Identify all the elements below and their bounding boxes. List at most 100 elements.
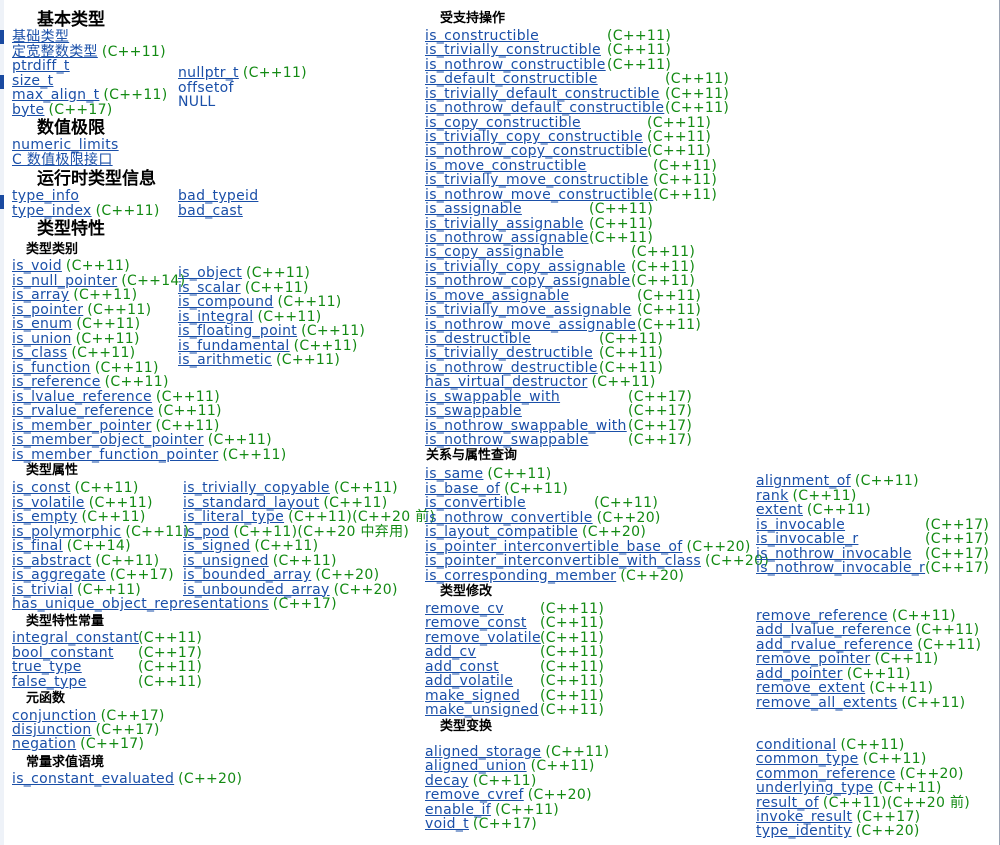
reference-link[interactable]: is_base_of [425, 480, 501, 497]
reference-link[interactable]: disjunction [12, 722, 92, 739]
reference-link[interactable]: is_default_constructible [425, 71, 598, 88]
reference-link[interactable]: is_trivially_copy_assignable [425, 258, 626, 275]
reference-link[interactable]: is_trivially_default_constructible [425, 85, 660, 102]
reference-link[interactable]: remove_cvref [425, 787, 524, 804]
reference-link[interactable]: add_pointer [756, 665, 843, 682]
reference-link[interactable]: common_reference [756, 765, 896, 782]
reference-link[interactable]: false_type [12, 673, 87, 690]
reference-link[interactable]: negation [12, 736, 77, 753]
reference-link[interactable]: is_aggregate [12, 567, 106, 583]
reference-link[interactable]: make_signed [425, 687, 521, 704]
reference-link[interactable]: is_fundamental [178, 337, 290, 354]
reference-link[interactable]: is_pod [183, 523, 230, 540]
reference-link[interactable]: is_pointer [12, 301, 84, 318]
reference-link[interactable]: is_union [12, 330, 72, 347]
reference-link[interactable]: has_virtual_destructor [425, 374, 588, 391]
reference-link[interactable]: is_swappable [425, 403, 522, 420]
reference-link[interactable]: is_constant_evaluated [12, 771, 175, 787]
reference-link[interactable]: is_unsigned [183, 552, 269, 569]
reference-link[interactable]: is_convertible [425, 495, 526, 511]
reference-link[interactable]: is_polymorphic [12, 523, 122, 540]
reference-link[interactable]: is_unbounded_array [183, 581, 330, 598]
reference-link[interactable]: is_class [12, 345, 68, 361]
reference-link[interactable]: is_signed [183, 538, 251, 554]
reference-link[interactable]: is_scalar [178, 279, 241, 296]
reference-link[interactable]: max_align_t [12, 87, 100, 103]
reference-link[interactable]: is_nothrow_move_assignable [425, 316, 637, 333]
reference-link[interactable]: true_type [12, 659, 82, 675]
reference-link[interactable]: void_t [425, 816, 469, 832]
reference-link[interactable]: is_member_object_pointer [12, 432, 204, 448]
reference-link[interactable]: is_trivially_move_assignable [425, 302, 632, 319]
reference-link[interactable]: is_enum [12, 316, 73, 332]
reference-link[interactable]: bad_typeid [178, 188, 259, 204]
reference-link[interactable]: remove_const [425, 615, 527, 632]
reference-link[interactable]: is_trivially_copyable [183, 480, 330, 496]
reference-link[interactable]: aligned_union [425, 758, 527, 775]
reference-link[interactable]: ptrdiff_t [12, 58, 70, 74]
reference-link[interactable]: is_trivially_copy_constructible [425, 129, 643, 145]
reference-link[interactable]: is_empty [12, 509, 78, 525]
reference-link[interactable]: remove_all_extents [756, 694, 898, 711]
reference-link[interactable]: is_final [12, 538, 63, 554]
reference-link[interactable]: nullptr_t [178, 65, 239, 81]
reference-link[interactable]: remove_extent [756, 680, 866, 697]
reference-link[interactable]: is_arithmetic [178, 352, 272, 368]
reference-link[interactable]: is_object [178, 265, 243, 281]
reference-link[interactable]: aligned_storage [425, 744, 542, 760]
reference-link[interactable]: is_null_pointer [12, 272, 118, 289]
reference-link[interactable]: alignment_of [756, 473, 851, 489]
reference-link[interactable]: type_identity [756, 823, 852, 840]
reference-link[interactable]: add_rvalue_reference [756, 636, 914, 653]
reference-link[interactable]: is_compound [178, 294, 274, 310]
reference-link[interactable]: remove_cv [425, 601, 504, 617]
reference-link[interactable]: is_nothrow_move_constructible [425, 186, 654, 203]
reference-link[interactable]: is_pointer_interconvertible_base_of [425, 538, 683, 555]
reference-link[interactable]: is_nothrow_swappable [425, 432, 589, 449]
reference-link[interactable]: is_copy_assignable [425, 244, 564, 261]
reference-link[interactable]: is_trivially_move_constructible [425, 172, 649, 189]
reference-link[interactable]: decay [425, 772, 469, 789]
reference-link[interactable]: bad_cast [178, 202, 243, 219]
reference-link[interactable]: is_lvalue_reference [12, 388, 152, 405]
reference-link[interactable]: is_destructible [425, 331, 532, 348]
reference-link[interactable]: is_nothrow_invocable_r [756, 560, 926, 576]
reference-link[interactable]: is_trivially_destructible [425, 345, 594, 362]
reference-link[interactable]: is_nothrow_swappable_with [425, 417, 627, 434]
reference-link[interactable]: type_index [12, 202, 92, 219]
reference-link[interactable]: add_lvalue_reference [756, 622, 912, 639]
reference-link[interactable]: is_nothrow_convertible [425, 509, 593, 526]
reference-link[interactable]: is_move_assignable [425, 287, 570, 304]
reference-link[interactable]: result_of [756, 794, 819, 811]
reference-link[interactable]: bool_constant [12, 644, 114, 661]
reference-link[interactable]: is_abstract [12, 552, 92, 569]
reference-link[interactable]: remove_pointer [756, 651, 871, 668]
reference-link[interactable]: is_corresponding_member [425, 567, 617, 584]
reference-link[interactable]: is_pointer_interconvertible_with_class [425, 553, 701, 569]
reference-link[interactable]: is_const [12, 480, 71, 496]
reference-link[interactable]: is_volatile [12, 494, 85, 511]
reference-link[interactable]: is_member_function_pointer [12, 446, 219, 463]
reference-link[interactable]: is_function [12, 359, 91, 376]
reference-link[interactable]: offsetof [178, 79, 234, 96]
reference-link[interactable]: is_nothrow_constructible [425, 56, 606, 73]
reference-link[interactable]: is_rvalue_reference [12, 403, 154, 419]
reference-link[interactable]: is_move_constructible [425, 157, 587, 174]
reference-link[interactable]: is_invocable [756, 516, 846, 533]
reference-link[interactable]: is_trivial [12, 581, 73, 598]
reference-link[interactable]: common_type [756, 751, 859, 768]
reference-link[interactable]: is_nothrow_invocable [756, 545, 912, 562]
reference-link[interactable]: is_invocable_r [756, 531, 859, 547]
reference-link[interactable]: remove_reference [756, 608, 888, 624]
reference-link[interactable]: conditional [756, 737, 837, 753]
reference-link[interactable]: is_nothrow_assignable [425, 230, 589, 247]
reference-link[interactable]: conjunction [12, 708, 97, 724]
reference-link[interactable]: is_nothrow_default_constructible [425, 100, 665, 117]
reference-link[interactable]: is_layout_compatible [425, 524, 578, 540]
reference-link[interactable]: is_void [12, 258, 62, 274]
reference-link[interactable]: enable_if [425, 801, 491, 818]
reference-link[interactable]: NULL [178, 94, 216, 110]
reference-link[interactable]: add_cv [425, 644, 477, 661]
reference-link[interactable]: underlying_type [756, 780, 874, 797]
reference-link[interactable]: 基础类型 [12, 29, 70, 45]
